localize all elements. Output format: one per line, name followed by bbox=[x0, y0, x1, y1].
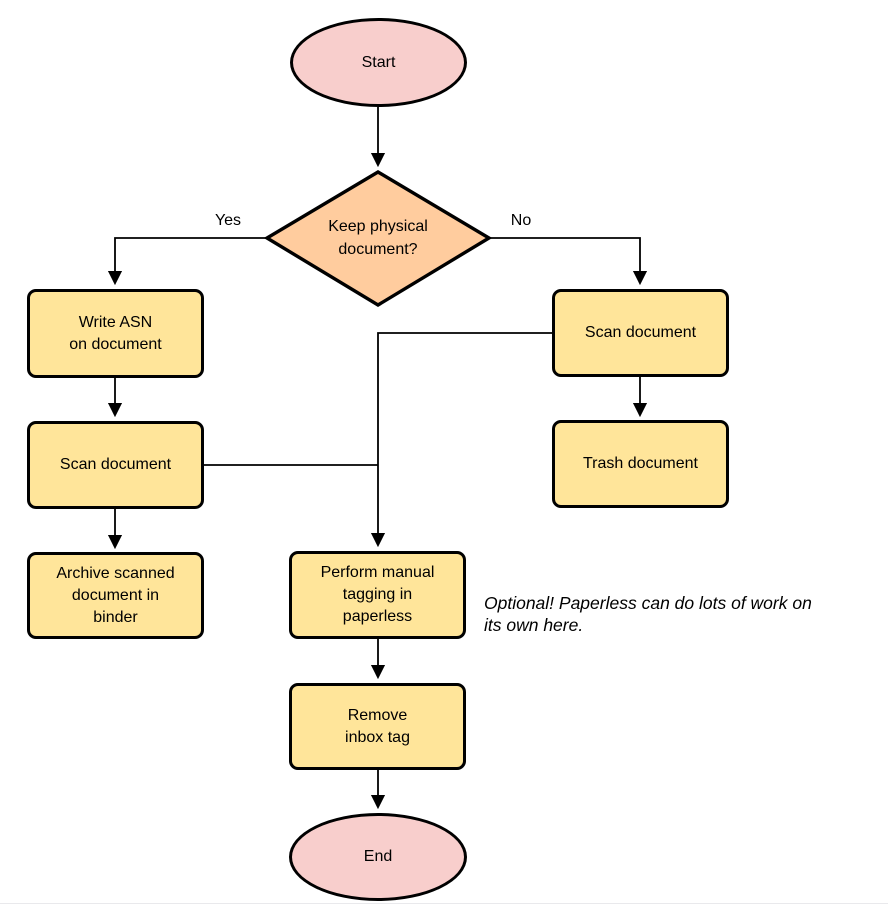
edge-no bbox=[490, 237, 648, 286]
manual-tagging-node: Perform manual tagging in paperless bbox=[289, 551, 466, 639]
remove-inbox-tag-node: Remove inbox tag bbox=[289, 683, 466, 770]
trash-document-node: Trash document bbox=[552, 420, 729, 508]
edge-scanright-tagging bbox=[370, 332, 552, 548]
edge-yes bbox=[107, 237, 266, 286]
scan-document-left-node: Scan document bbox=[27, 421, 204, 509]
edge-label-no: No bbox=[510, 212, 532, 229]
write-asn-node: Write ASN on document bbox=[27, 289, 204, 378]
archive-document-node: Archive scanned document in binder bbox=[27, 552, 204, 639]
start-node: Start bbox=[290, 18, 467, 107]
bottom-hairline bbox=[0, 903, 888, 904]
decision-node-label: Keep physical document? bbox=[328, 218, 428, 258]
edge-label-yes: Yes bbox=[214, 212, 242, 229]
end-node: End bbox=[289, 813, 467, 901]
decision-diamond-shape bbox=[263, 170, 493, 307]
scan-document-right-node: Scan document bbox=[552, 289, 729, 377]
optional-annotation: Optional! Paperless can do lots of work … bbox=[484, 593, 812, 635]
